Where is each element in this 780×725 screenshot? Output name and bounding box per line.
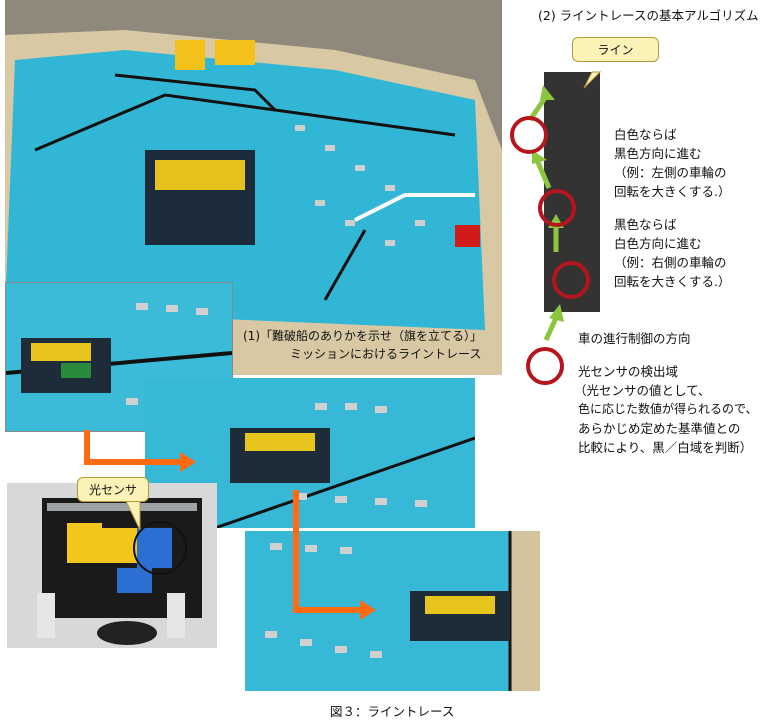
photo-field-overview xyxy=(5,0,502,375)
line-callout-label: ライン xyxy=(572,37,659,62)
black-rule-2: 白色方向に進む xyxy=(614,236,702,251)
white-rule-3: （例：左側の車輪の xyxy=(614,165,727,180)
sensor-circles xyxy=(510,116,590,385)
field-overview-drawing xyxy=(5,0,502,375)
photo-robot-sensor-closeup xyxy=(7,483,217,648)
sensor-callout-label: 光センサ xyxy=(77,477,149,502)
black-rule-1: 黒色ならば xyxy=(614,217,677,232)
sensor-area-2: （光センサの値として、 xyxy=(574,383,711,398)
black-line-strip xyxy=(544,72,600,312)
white-rule-1: 白色ならば xyxy=(614,127,677,142)
sensor-area-4: あらかじめ定めた基準値との xyxy=(578,421,741,436)
robot-step1-drawing xyxy=(6,283,232,431)
sensor-area-1: 光センサの検出域 xyxy=(578,364,679,379)
photo-robot-step3 xyxy=(245,531,540,691)
control-direction-arrows xyxy=(527,85,564,342)
white-rule-2: 黒色方向に進む xyxy=(614,146,702,161)
sensor-closeup-drawing xyxy=(7,483,217,648)
photo-caption-line2: ミッションにおけるライントレース xyxy=(290,347,482,361)
sensor-area-5: 比較により、黒／白域を判断） xyxy=(578,440,753,455)
white-rule-4: 回転を大きくする.） xyxy=(614,184,731,199)
line-callout-pointer xyxy=(583,71,602,89)
sensor-area-3: 色に応じた数値が得られるので、 xyxy=(578,402,758,416)
black-rule-4: 回転を大きくする.） xyxy=(614,274,731,289)
robot-step3-drawing xyxy=(245,531,540,691)
black-rule-3: （例：右側の車輪の xyxy=(614,255,727,270)
diagram-title: (2) ライントレースの基本アルゴリズム xyxy=(538,8,759,23)
figure-caption: 図３：ライントレース xyxy=(330,704,455,719)
direction-label: 車の進行制御の方向 xyxy=(578,331,691,346)
photo-caption-line1: (1)「難破船のありかを示せ（旗を立てる）」 xyxy=(243,329,482,343)
